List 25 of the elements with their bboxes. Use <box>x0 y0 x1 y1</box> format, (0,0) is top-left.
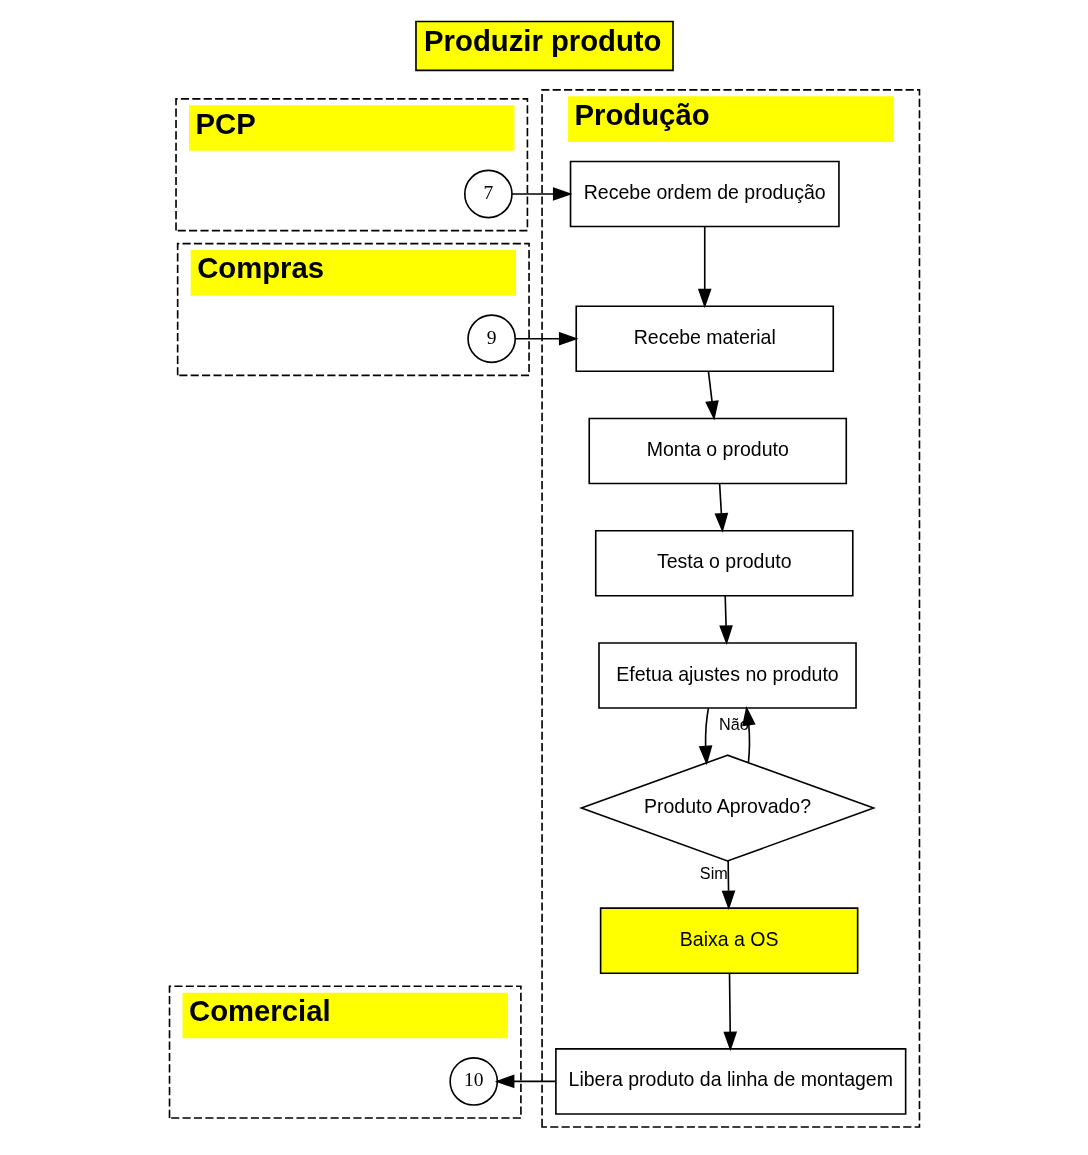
arrow <box>704 370 719 421</box>
node-diamond: Produto Aprovado? <box>578 754 876 862</box>
node-box: Monta o produto <box>587 417 847 485</box>
arrow <box>697 226 712 309</box>
node-box: Efetua ajustes no produto <box>597 642 857 709</box>
arrow <box>698 707 712 766</box>
node-circle: 10 <box>448 1057 498 1106</box>
arrow <box>494 1074 556 1089</box>
node-box: Recebe material <box>574 305 834 373</box>
arrow <box>722 972 737 1052</box>
arrow <box>741 706 756 764</box>
node-circle: 7 <box>463 169 513 219</box>
arrow <box>514 331 578 346</box>
diagram-title: Produzir produto <box>423 24 661 58</box>
node-box: Testa o produto <box>594 529 854 597</box>
node-box: Libera produto da linha de montagem <box>554 1048 906 1115</box>
arrow <box>721 860 735 911</box>
arrow <box>510 187 572 201</box>
node-box: Baixa a OS <box>599 907 858 975</box>
arrow <box>718 595 733 645</box>
arrow <box>714 482 728 533</box>
node-box: Recebe ordem de produção <box>569 160 840 228</box>
edge-label: Não <box>718 715 749 734</box>
edge-label: Sim <box>699 864 728 883</box>
node-circle: 9 <box>466 314 516 364</box>
